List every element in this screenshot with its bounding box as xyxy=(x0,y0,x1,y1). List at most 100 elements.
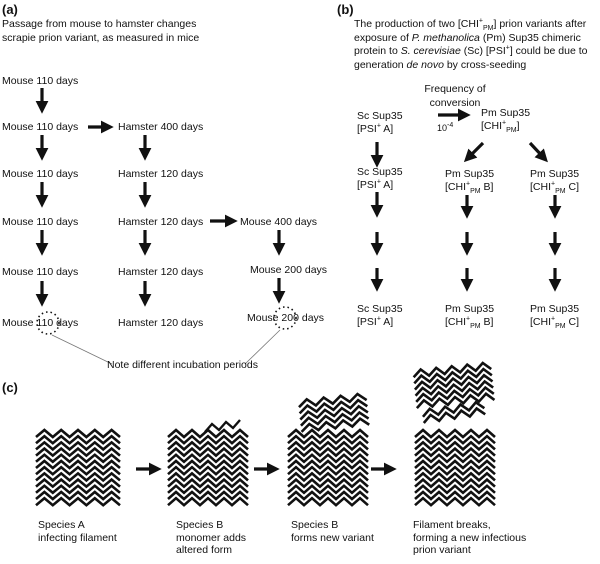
filament-strand xyxy=(167,465,249,476)
broken-filament-top xyxy=(421,400,486,424)
filament-strand xyxy=(167,434,249,445)
caption-species-b-monomer: Species B monomer adds altered form xyxy=(176,519,247,556)
sc-sup35-label: Sc Sup35 [PSI+ A] xyxy=(357,166,403,191)
filament-strand xyxy=(35,459,121,470)
filament-strand xyxy=(414,434,496,445)
caption-filament-breaks: Filament breaks, forming a new infectiou… xyxy=(413,519,527,556)
filament-strand xyxy=(414,490,496,501)
panel-c-filaments xyxy=(35,361,496,507)
note-pointer-line xyxy=(244,329,281,365)
caption-species-b-variant: Species B forms new variant xyxy=(291,519,374,544)
mouse-label: Mouse 200 days xyxy=(250,264,328,276)
filament-strand xyxy=(167,453,249,464)
panel-b-description: The production of two [CHI+PM] prion var… xyxy=(354,17,588,71)
filament-strand xyxy=(414,428,496,439)
filament-strand xyxy=(299,404,369,421)
filament-strand xyxy=(287,440,369,452)
frequency-value: 10-4 xyxy=(437,122,454,133)
filament-strand xyxy=(287,477,369,489)
filament-strand xyxy=(413,367,493,385)
panel-a-description: Passage from mouse to hamster changes sc… xyxy=(2,18,200,44)
filament-strand xyxy=(298,392,368,409)
filament-strand xyxy=(414,465,496,476)
dotted-circle xyxy=(36,311,60,335)
filament-strand xyxy=(421,400,486,418)
filament-strand xyxy=(415,392,496,409)
filament-strand xyxy=(414,477,496,489)
hamster-label: Hamster 120 days xyxy=(118,317,204,329)
filament-strand xyxy=(287,496,369,507)
filament-strand xyxy=(287,446,369,458)
filament-strand xyxy=(414,471,496,483)
filament-strand xyxy=(35,440,121,452)
filament-strand xyxy=(35,496,121,507)
filament-strand xyxy=(35,490,121,501)
filament-strand xyxy=(422,406,486,424)
filament-strand xyxy=(300,417,370,433)
filament-strand xyxy=(167,490,249,501)
note-pointer-line xyxy=(51,334,113,365)
filament-strand xyxy=(412,361,492,379)
panel-a-horizontal-arrows xyxy=(88,120,238,228)
filament-strand xyxy=(287,465,369,476)
filament-strand xyxy=(415,385,495,403)
filament-strand xyxy=(414,379,494,397)
mouse-label: Mouse 110 days xyxy=(2,168,79,180)
filament-strand xyxy=(35,453,121,464)
filament-strand xyxy=(167,446,249,458)
arrow-diagonal xyxy=(528,141,548,163)
filament-strand xyxy=(287,428,369,439)
hamster-label: Hamster 120 days xyxy=(118,266,204,278)
new-variant-strands xyxy=(298,392,370,433)
dotted-circle xyxy=(273,306,297,330)
filament-strand xyxy=(167,496,249,507)
filament-strand xyxy=(414,440,496,452)
filament-strand xyxy=(300,410,370,427)
pm-sup35-label: Pm Sup35 [CHI+PM C] xyxy=(530,303,580,331)
filament-strand xyxy=(167,471,249,483)
panel-a-label: (a) xyxy=(2,2,18,17)
mouse-label: Mouse 110 days xyxy=(2,216,79,228)
filament-strand xyxy=(167,440,249,452)
filament-strand xyxy=(35,428,121,439)
hamster-label: Hamster 120 days xyxy=(118,216,204,228)
filament-strand xyxy=(287,484,369,495)
mouse-label: Mouse 110 days xyxy=(2,75,79,87)
filament-strand xyxy=(287,459,369,470)
filament-strand xyxy=(167,459,249,470)
filament-strand xyxy=(35,434,121,445)
filament-strand xyxy=(414,496,496,507)
pm-sup35-label: Pm Sup35 [CHI+PM] xyxy=(481,107,531,135)
mouse-label: Mouse 200 days xyxy=(247,312,325,324)
filament-strand xyxy=(287,471,369,483)
filament-species-b-monomer xyxy=(167,428,249,507)
new-infectious-variant xyxy=(412,361,496,409)
caption-species-a: Species A infecting filament xyxy=(38,519,117,544)
mouse-label: Mouse 110 days xyxy=(2,266,79,278)
filament-strand xyxy=(414,453,496,464)
filament-strand xyxy=(287,453,369,464)
hamster-label: Hamster 120 days xyxy=(118,168,204,180)
filament-species-b-variant xyxy=(287,428,369,507)
pm-sup35-label: Pm Sup35 [CHI+PM C] xyxy=(530,168,580,196)
filament-strand xyxy=(414,459,496,470)
sc-sup35-label: Sc Sup35 [PSI+ A] xyxy=(357,303,403,328)
filament-strand xyxy=(35,465,121,476)
filament-strand xyxy=(35,477,121,489)
broken-filament-base xyxy=(414,428,496,507)
arrow-diagonal xyxy=(463,141,485,163)
filament-species-a xyxy=(35,428,121,507)
incubation-note: Note different incubation periods xyxy=(107,359,258,371)
mouse-label: Mouse 110 days xyxy=(2,317,79,329)
filament-strand xyxy=(413,373,494,391)
hamster-label: Hamster 400 days xyxy=(118,121,204,133)
mouse-label: Mouse 110 days xyxy=(2,121,79,133)
panel-b-arrows xyxy=(370,108,562,292)
filament-strand xyxy=(298,398,369,415)
filament-strand xyxy=(35,446,121,458)
panel-c-label: (c) xyxy=(2,380,18,395)
frequency-label: Frequency of conversion xyxy=(424,83,486,109)
mouse-label: Mouse 400 days xyxy=(240,216,318,228)
filament-strand xyxy=(35,484,121,495)
